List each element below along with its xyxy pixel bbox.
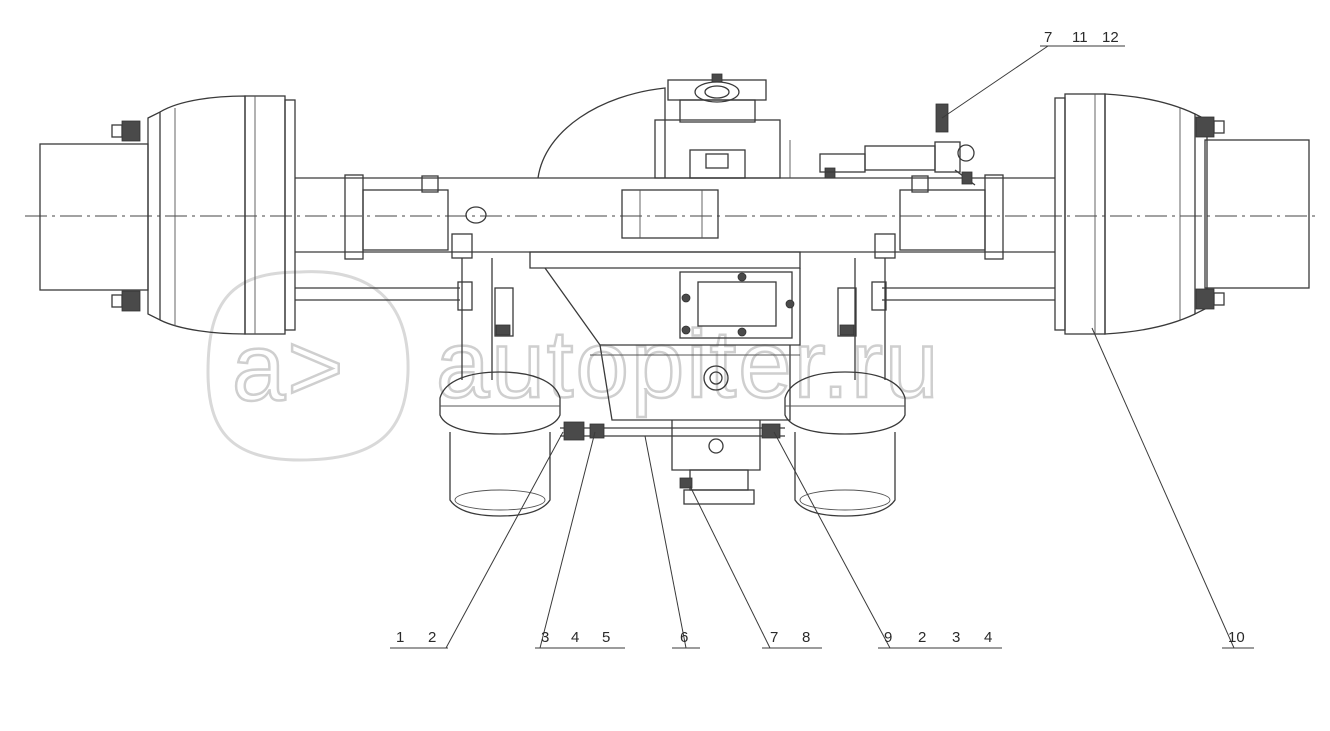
callout-d: 7 8	[689, 485, 822, 649]
callout-b: 3 4 5	[535, 431, 625, 649]
right-wheel-hub	[1054, 93, 1310, 335]
callout-label: 3	[541, 629, 549, 646]
callout-label: 3	[952, 629, 960, 646]
callout-label: 7	[1044, 29, 1052, 46]
callout-label: 4	[984, 629, 992, 646]
callout-e: 9 2 3 4	[773, 431, 1002, 649]
callout-label: 12	[1102, 29, 1119, 46]
callout-c: 6	[644, 435, 700, 649]
callout-top-right: 7 11 12	[941, 29, 1125, 119]
callout-label: 1	[396, 629, 404, 646]
callout-label: 9	[884, 629, 892, 646]
watermark-logo-glyph: a>	[232, 314, 345, 421]
brake-chamber-lever	[819, 103, 976, 186]
callout-label: 8	[802, 629, 810, 646]
axle-housing-beam	[295, 174, 1055, 311]
left-wheel-hub	[39, 95, 296, 335]
callout-label: 5	[602, 629, 610, 646]
callout-f: 10	[1091, 327, 1254, 649]
watermark-logo-frame	[206, 270, 410, 462]
left-air-spring	[439, 371, 561, 517]
callout-label: 11	[1072, 29, 1088, 46]
right-air-spring	[784, 371, 906, 517]
callout-label: 2	[428, 629, 436, 646]
callout-label: 4	[571, 629, 579, 646]
differential-housing	[529, 73, 836, 505]
callout-label: 2	[918, 629, 926, 646]
callout-label: 10	[1228, 629, 1245, 646]
callout-a: 1 2	[390, 431, 564, 649]
callout-label: 6	[680, 629, 688, 646]
callout-label: 7	[770, 629, 778, 646]
suspension-brackets	[451, 233, 896, 380]
